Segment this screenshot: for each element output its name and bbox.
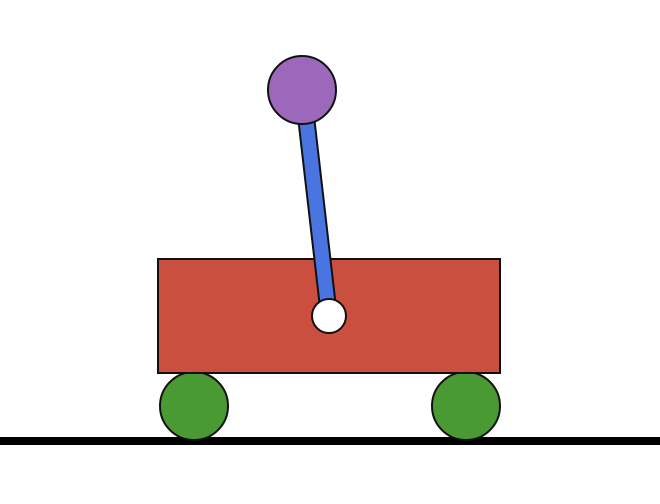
wheel-right (431, 371, 501, 441)
pole-tip (267, 55, 337, 125)
wheel-left (159, 371, 229, 441)
pivot-joint (311, 298, 347, 334)
ground-line (0, 437, 660, 445)
